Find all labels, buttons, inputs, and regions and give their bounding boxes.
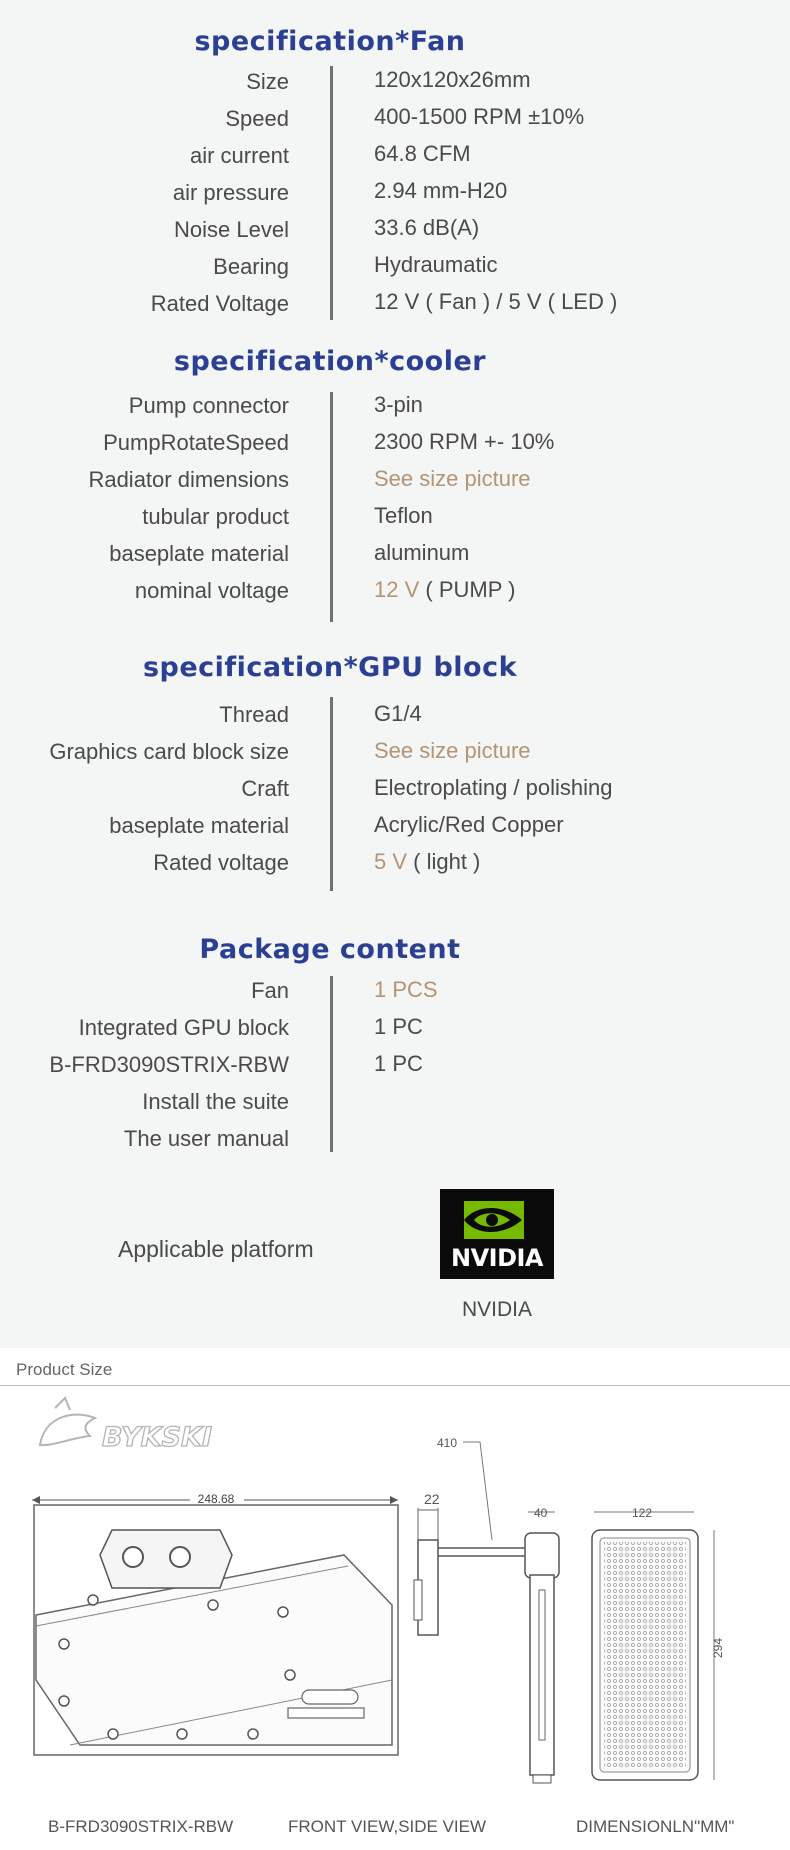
spec-label: baseplate material bbox=[109, 541, 289, 566]
side-view: 22 bbox=[413, 1491, 530, 1636]
spec-label: Install the suite bbox=[142, 1089, 289, 1114]
width-dimension: 248.68 bbox=[32, 1490, 398, 1506]
spec-label: Rated voltage bbox=[153, 850, 289, 875]
spec-value: aluminum bbox=[374, 540, 470, 565]
gpu-block-divider bbox=[330, 697, 333, 891]
spec-value: 1 PC bbox=[374, 1051, 423, 1076]
package-divider bbox=[330, 976, 333, 1152]
spec-label: Speed bbox=[225, 106, 289, 131]
spec-value: 3-pin bbox=[374, 392, 423, 417]
spec-value: 5 V ( light ) bbox=[374, 849, 480, 875]
radiator-height-label: 294 bbox=[711, 1638, 725, 1658]
radiator-view: 122 294 bbox=[591, 1506, 725, 1781]
bykski-logo-text: BYKSKI bbox=[102, 1422, 212, 1453]
pump-view: 40 bbox=[524, 1506, 560, 1784]
product-size-title: Product Size bbox=[16, 1360, 113, 1379]
spec-value: 400-1500 RPM ±10% bbox=[374, 104, 585, 129]
pump-dimension-label: 40 bbox=[534, 1506, 548, 1520]
spec-label: The user manual bbox=[123, 1126, 289, 1151]
package-section-title: Package content bbox=[199, 934, 461, 965]
voltage-accent: 12 V bbox=[374, 577, 420, 602]
spec-label: Thread bbox=[219, 702, 289, 727]
spec-value: 12 V ( PUMP ) bbox=[374, 577, 515, 603]
spec-label: Size bbox=[246, 69, 289, 94]
fan-section-title: specification*Fan bbox=[194, 26, 466, 57]
spec-label: nominal voltage bbox=[134, 578, 289, 603]
caption-model: B-FRD3090STRIX-RBW bbox=[48, 1817, 234, 1836]
spec-value: See size picture bbox=[374, 738, 531, 763]
cooler-section-title: specification*cooler bbox=[173, 346, 487, 377]
spec-label: PumpRotateSpeed bbox=[103, 430, 289, 455]
spec-value: 2300 RPM +- 10% bbox=[374, 429, 555, 454]
spec-label: Graphics card block size bbox=[49, 739, 289, 764]
width-dimension-label: 248.68 bbox=[198, 1492, 235, 1506]
spec-label: Rated Voltage bbox=[150, 291, 289, 316]
spec-label: tubular product bbox=[142, 504, 289, 529]
spec-value: 1 PC bbox=[374, 1014, 423, 1039]
spec-label: Noise Level bbox=[174, 217, 289, 242]
tube-dimension: 410 bbox=[437, 1436, 493, 1541]
spec-value: 2.94 mm-H20 bbox=[374, 178, 508, 203]
spec-value: Teflon bbox=[374, 503, 433, 528]
spec-value: See size picture bbox=[374, 466, 531, 491]
spec-label: B-FRD3090STRIX-RBW bbox=[49, 1052, 289, 1077]
nvidia-logo-text: NVIDIA bbox=[450, 1244, 544, 1272]
thickness-dimension-label: 22 bbox=[424, 1491, 440, 1507]
product-size-divider bbox=[0, 1385, 790, 1386]
spec-value: Electroplating / polishing bbox=[374, 775, 613, 800]
gpu-block-section-title: specification*GPU block bbox=[142, 652, 518, 683]
fan-divider bbox=[330, 66, 333, 320]
cooler-divider bbox=[330, 392, 333, 622]
dimension-drawing: BYKSKI 248.68 22 bbox=[32, 1396, 725, 1784]
voltage-accent: 5 V bbox=[374, 849, 408, 874]
spec-label: Integrated GPU block bbox=[78, 1015, 289, 1040]
platform-label: Applicable platform bbox=[118, 1236, 314, 1262]
caption-units: DIMENSIONLN"MM" bbox=[576, 1817, 735, 1836]
platform-name: NVIDIA bbox=[461, 1298, 532, 1321]
spec-value: Hydraumatic bbox=[374, 252, 498, 277]
spec-label: air pressure bbox=[172, 180, 289, 205]
nvidia-eye-icon bbox=[464, 1201, 524, 1239]
spec-label: Pump connector bbox=[128, 393, 289, 418]
radiator-width-label: 122 bbox=[632, 1506, 652, 1520]
spec-label: air current bbox=[189, 143, 289, 168]
voltage-rest: ( light ) bbox=[407, 849, 481, 874]
spec-value: 1 PCS bbox=[374, 977, 438, 1002]
spec-value: 120x120x26mm bbox=[374, 67, 531, 92]
spec-label: Craft bbox=[241, 776, 289, 801]
bykski-logo: BYKSKI bbox=[38, 1396, 213, 1454]
spec-value: 64.8 CFM bbox=[374, 141, 471, 166]
spec-label: Fan bbox=[251, 978, 289, 1003]
spec-label: Bearing bbox=[213, 254, 289, 279]
specification-panel: specification*Fan Size 120x120x26mm Spee… bbox=[0, 0, 790, 1348]
spec-label: Radiator dimensions bbox=[88, 467, 289, 492]
spec-label: baseplate material bbox=[109, 813, 289, 838]
spec-value: 33.6 dB(A) bbox=[374, 215, 480, 240]
spec-value: 12 V ( Fan ) / 5 V ( LED ) bbox=[374, 289, 618, 314]
caption-views: FRONT VIEW,SIDE VIEW bbox=[288, 1817, 487, 1836]
voltage-rest: ( PUMP ) bbox=[419, 577, 516, 602]
tube-dimension-label: 410 bbox=[437, 1436, 457, 1450]
spec-value: G1/4 bbox=[374, 701, 422, 726]
spec-value: Acrylic/Red Copper bbox=[374, 812, 564, 837]
gpu-block-front-view bbox=[33, 1504, 399, 1756]
nvidia-logo: NVIDIA bbox=[440, 1189, 554, 1279]
